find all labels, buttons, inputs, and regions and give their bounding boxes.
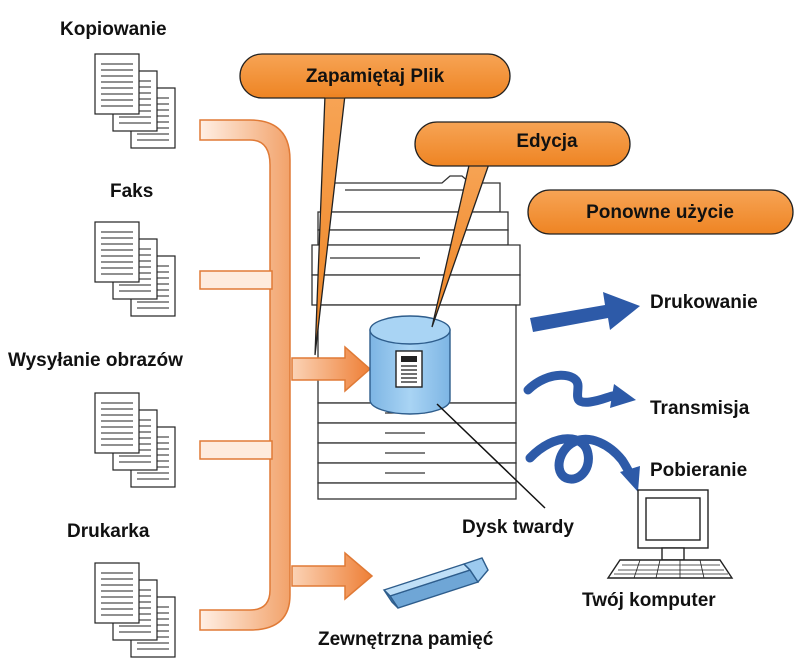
source-label-image-send: Wysyłanie obrazów <box>8 350 183 371</box>
output-label-transmit: Transmisja <box>650 398 750 419</box>
callout-edit: Edycja <box>414 121 631 328</box>
output-label-download: Pobieranie <box>650 460 747 481</box>
download-arrow-icon <box>525 434 640 492</box>
source-label-copy: Kopiowanie <box>60 19 167 40</box>
hard-disk-icon <box>369 315 451 415</box>
callout-reuse-label: Ponowne użycie <box>586 202 734 223</box>
source-label-printer: Drukarka <box>67 521 150 542</box>
print-arrow-icon <box>530 292 640 332</box>
document-stack-icon <box>94 53 176 149</box>
document-stack-icon <box>94 392 176 488</box>
arrow-to-external <box>291 551 374 601</box>
input-flow-bracket <box>199 119 291 631</box>
arrow-to-hdd <box>291 345 372 393</box>
callout-edit-label: Edycja <box>516 131 578 152</box>
callout-store-label: Zapamiętaj Plik <box>306 66 445 87</box>
usb-memory-icon <box>382 557 489 609</box>
computer-label: Twój komputer <box>582 590 716 611</box>
output-label-print: Drukowanie <box>650 292 758 313</box>
hdd-pointer-line <box>436 403 546 509</box>
callout-reuse: Ponowne użycie <box>527 189 794 235</box>
computer-icon <box>606 489 734 579</box>
external-memory-label: Zewnętrzna pamięć <box>318 629 494 650</box>
transmit-arrow-icon <box>523 370 636 408</box>
hdd-label: Dysk twardy <box>462 517 574 538</box>
source-label-fax: Faks <box>110 181 153 202</box>
document-stack-icon <box>94 562 176 658</box>
document-stack-icon <box>94 221 176 317</box>
callout-store-file: Zapamiętaj Plik <box>239 53 511 356</box>
